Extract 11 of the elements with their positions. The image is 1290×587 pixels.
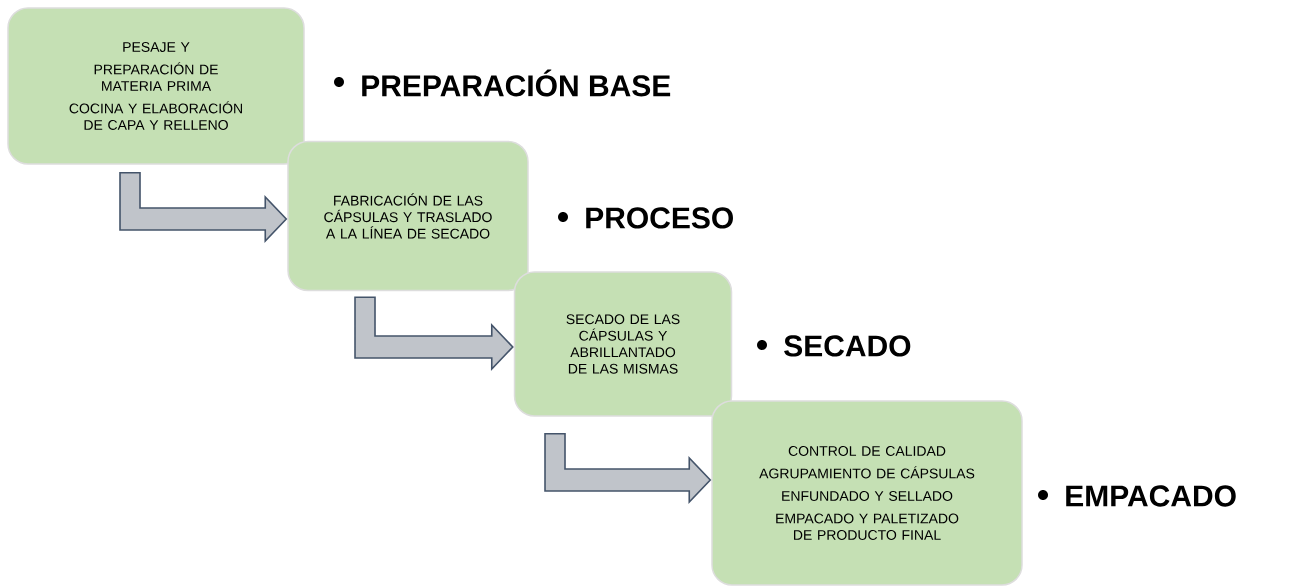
stage-label: EMPACADO	[1066, 485, 1236, 507]
process-box: FABRICACIÓN DE LAS CÁPSULAS Y TRASLADO A LA LÍNEA DE SECADO	[287, 140, 529, 292]
block-arrow	[354, 296, 514, 371]
process-box: SECADO DE LAS CÁPSULAS Y ABRILLANTADO DE LAS MISMAS	[513, 271, 733, 417]
stage-label: SECADO	[784, 335, 911, 357]
process-box: CONTROL DE CALIDAD AGRUPAMIENTO DE CÁPSULAS ENFUNDADO Y SELLADO EMPACADO Y PALETIZADO DE PRODUCTO FINAL	[711, 400, 1023, 586]
block-arrow	[544, 432, 712, 504]
stage-label: PROCESO	[586, 207, 733, 229]
block-arrow	[119, 171, 288, 243]
stage-label: PREPARACIÓN BASE	[362, 69, 671, 97]
process-box: PESAJE Y PREPARACIÓN DE MATERIA PRIMA COCINA Y ELABORACIÓN DE CAPA Y RELLENO	[7, 7, 305, 165]
